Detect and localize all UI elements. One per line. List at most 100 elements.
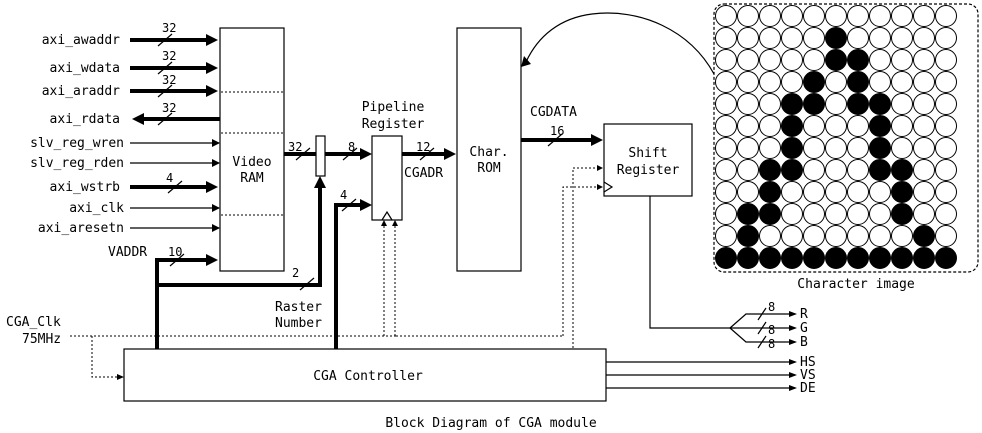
pixel-off [781, 225, 803, 247]
pixel-off [803, 137, 825, 159]
character-image: Character image [713, 3, 979, 292]
pipeline-register-block: Pipeline Register [362, 100, 425, 336]
pixel-off [935, 115, 957, 137]
signal-slv-reg-rden: slv_reg_rden [30, 156, 124, 171]
pixel-off [781, 203, 803, 225]
shift-label-2: Register [617, 163, 680, 178]
pixel-on [759, 203, 781, 225]
char-rom-label-1: Char. [469, 145, 508, 160]
pixel-off [891, 115, 913, 137]
pixel-off [715, 71, 737, 93]
raster-label-2: Number [275, 316, 322, 331]
pixel-off [759, 27, 781, 49]
pipe-in-width: 8 [348, 140, 355, 154]
vaddr-width: 10 [168, 245, 182, 259]
pixel-off [759, 93, 781, 115]
ram-to-pipeline: 32 8 4 [284, 135, 372, 349]
pixel-off [825, 93, 847, 115]
pixel-off [737, 181, 759, 203]
pixel-off [737, 27, 759, 49]
pixel-on [781, 137, 803, 159]
pixel-off [891, 71, 913, 93]
pixel-off [825, 115, 847, 137]
pixel-off [803, 27, 825, 49]
pixel-off [781, 27, 803, 49]
character-pixel-grid [715, 5, 957, 269]
pixel-off [737, 49, 759, 71]
pixel-off [869, 5, 891, 27]
pixel-off [759, 5, 781, 27]
pixel-off [935, 49, 957, 71]
pixel-off [803, 203, 825, 225]
vaddr-path: VADDR 10 2 Raster Number [108, 176, 326, 349]
pixel-on [891, 159, 913, 181]
pixel-off [715, 5, 737, 27]
pixel-off [869, 203, 891, 225]
cgadr-label: CGADR [404, 166, 443, 181]
pixel-on [869, 159, 891, 181]
pixel-off [913, 115, 935, 137]
pixel-off [737, 93, 759, 115]
pixel-off [781, 181, 803, 203]
pixel-off [847, 203, 869, 225]
width-axi-araddr: 32 [162, 73, 176, 87]
pixel-off [847, 115, 869, 137]
pixel-off [935, 27, 957, 49]
pixel-off [825, 5, 847, 27]
pixel-on [869, 93, 891, 115]
pixel-on [913, 247, 935, 269]
pixel-off [847, 225, 869, 247]
pixel-off [869, 225, 891, 247]
cgadr-width: 12 [416, 140, 430, 154]
pixel-off [847, 181, 869, 203]
pixel-off [891, 93, 913, 115]
pixel-on [847, 71, 869, 93]
ram-out-width: 32 [288, 140, 302, 154]
pixel-on [891, 247, 913, 269]
pixel-off [759, 49, 781, 71]
pixel-on [825, 247, 847, 269]
pixel-off [869, 27, 891, 49]
diagram-caption: Block Diagram of CGA module [385, 416, 596, 431]
r-width: 8 [768, 300, 775, 314]
vaddr-label: VADDR [108, 245, 147, 260]
pixel-off [891, 5, 913, 27]
signal-axi-wstrb: axi_wstrb [50, 180, 121, 195]
g-width: 8 [768, 323, 775, 337]
pixel-off [781, 49, 803, 71]
clock-label-2: 75MHz [22, 332, 61, 347]
pixel-off [913, 203, 935, 225]
pixel-on [869, 137, 891, 159]
pixel-off [825, 137, 847, 159]
pixel-off [803, 5, 825, 27]
pixel-off [825, 71, 847, 93]
clock-input: CGA_Clk 75MHz [6, 315, 563, 380]
pixel-off [847, 27, 869, 49]
pixel-off [803, 181, 825, 203]
pixel-off [869, 71, 891, 93]
pixel-on [737, 247, 759, 269]
signal-axi-clk: axi_clk [69, 201, 124, 216]
video-ram-block: Video RAM [219, 27, 285, 272]
b-width: 8 [768, 337, 775, 351]
pixel-on [781, 159, 803, 181]
character-image-label: Character image [797, 277, 915, 292]
pixel-off [869, 181, 891, 203]
output-vs: VS [800, 368, 816, 383]
pixel-off [891, 49, 913, 71]
pixel-on [803, 247, 825, 269]
char-rom-label-2: ROM [477, 161, 501, 176]
output-de: DE [800, 381, 816, 396]
pixel-off [847, 5, 869, 27]
pixel-off [781, 71, 803, 93]
clock-label-1: CGA_Clk [6, 315, 61, 330]
pipeline-label-2: Register [362, 117, 425, 132]
pixel-on [803, 93, 825, 115]
pixel-on [891, 203, 913, 225]
pipe-in2-width: 4 [340, 188, 347, 202]
pixel-off [715, 203, 737, 225]
pixel-on [847, 247, 869, 269]
output-g: G [800, 321, 808, 336]
cgdata-label: CGDATA [530, 105, 577, 120]
pixel-off [737, 159, 759, 181]
